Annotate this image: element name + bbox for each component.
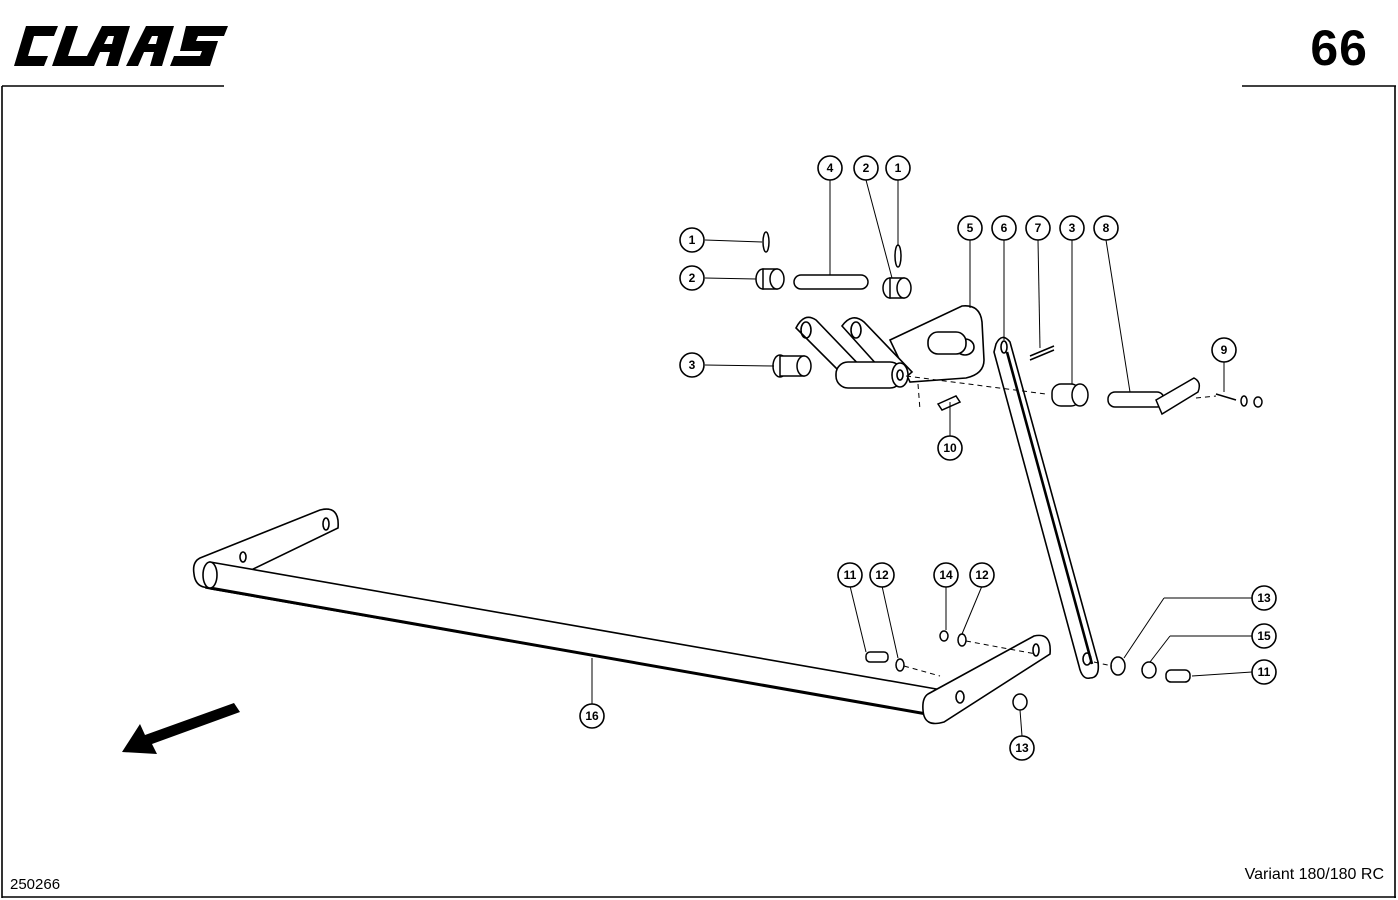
direction-arrow-icon <box>122 703 240 754</box>
part-bracket-assembly <box>795 305 985 389</box>
callout-label: 16 <box>585 709 599 723</box>
callout-label: 3 <box>1069 221 1076 235</box>
callout-label: 6 <box>1001 221 1008 235</box>
claas-logo <box>14 26 228 66</box>
leader-lines <box>591 179 1253 737</box>
callout-label: 14 <box>939 568 953 582</box>
callouts <box>579 155 1277 761</box>
small-parts <box>755 231 1263 711</box>
callout-labels: 1 2 4 2 1 3 5 6 7 3 8 9 10 11 12 14 12 1… <box>585 161 1271 755</box>
callout-label: 11 <box>1258 665 1271 679</box>
assembly-lines <box>903 375 1217 677</box>
callout-label: 5 <box>967 221 974 235</box>
page-number: 66 <box>1310 20 1368 76</box>
part-cross-bar <box>192 508 1051 725</box>
part-connecting-rod <box>993 336 1100 680</box>
frame-lines <box>1 85 1396 898</box>
callout-label: 9 <box>1221 343 1228 357</box>
callout-label: 10 <box>943 441 957 455</box>
callout-label: 4 <box>827 161 834 175</box>
document-id: 250266 <box>10 876 61 893</box>
callout-label: 8 <box>1103 221 1110 235</box>
callout-label: 2 <box>689 271 696 285</box>
callout-label: 15 <box>1257 629 1271 643</box>
callout-label: 11 <box>844 568 857 582</box>
callout-label: 13 <box>1015 741 1029 755</box>
variant-label: Variant 180/180 RC <box>1244 866 1384 883</box>
callout-label: 3 <box>689 358 696 372</box>
callout-label: 12 <box>975 568 989 582</box>
callout-label: 2 <box>863 161 870 175</box>
callout-label: 13 <box>1257 591 1271 605</box>
callout-label: 7 <box>1035 221 1042 235</box>
callout-label: 1 <box>689 233 696 247</box>
callout-label: 1 <box>895 161 902 175</box>
callout-label: 12 <box>875 568 889 582</box>
